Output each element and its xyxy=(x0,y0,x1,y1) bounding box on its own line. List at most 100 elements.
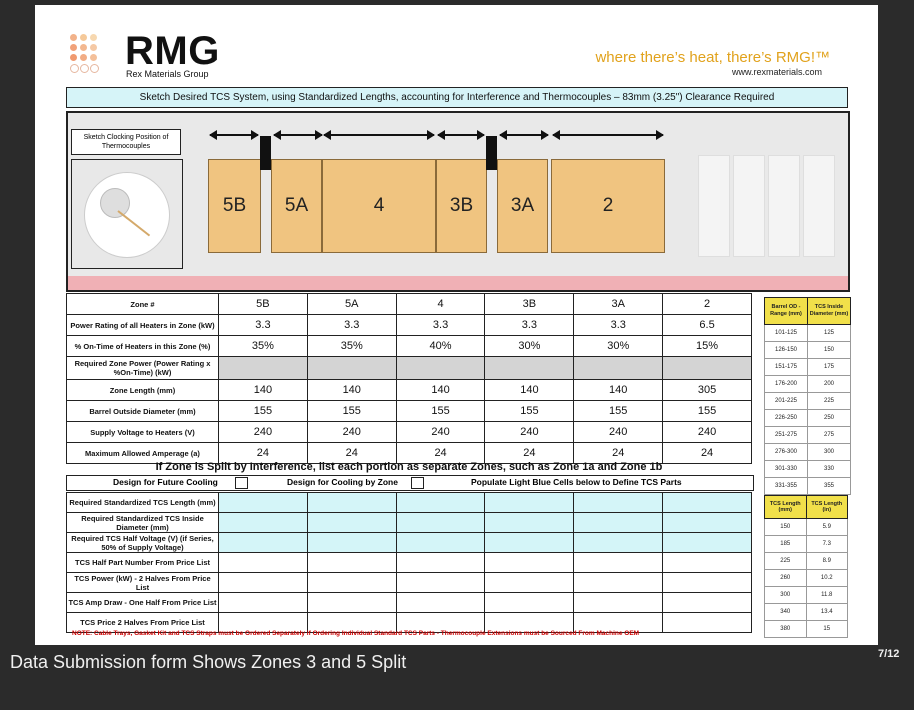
barrel-ring-icon xyxy=(84,172,170,258)
cooling-by-zone-checkbox[interactable] xyxy=(411,477,424,489)
table-row: Supply Voltage to Heaters (V) 240 240 24… xyxy=(66,421,752,443)
table-cell[interactable]: 240 xyxy=(218,421,308,443)
table-cell[interactable]: 140 xyxy=(218,379,308,401)
table-cell[interactable]: 24 xyxy=(573,442,664,464)
table-cell: 340 xyxy=(764,603,807,621)
table-cell[interactable]: 305 xyxy=(662,379,752,401)
table-cell[interactable]: 3.3 xyxy=(395,314,486,336)
input-cell[interactable] xyxy=(484,492,575,513)
table-cell[interactable]: 240 xyxy=(662,421,752,443)
table-cell[interactable]: 24 xyxy=(218,442,308,464)
table-cell xyxy=(662,552,752,573)
table-cell[interactable]: 6.5 xyxy=(662,314,752,336)
table-cell: 125 xyxy=(807,324,851,342)
input-cell[interactable] xyxy=(306,532,397,553)
table-cell: 7.3 xyxy=(805,535,848,553)
table-cell: 151-175 xyxy=(764,358,808,376)
table-cell: 185 xyxy=(764,535,807,553)
table-cell: 5A xyxy=(306,293,397,315)
table-cell[interactable]: 24 xyxy=(395,442,486,464)
input-cell[interactable] xyxy=(218,512,308,533)
table-cell xyxy=(484,592,575,613)
table-cell[interactable]: 3.3 xyxy=(218,314,308,336)
table-cell[interactable]: 140 xyxy=(306,379,397,401)
input-cell[interactable] xyxy=(395,512,486,533)
table-cell[interactable]: 24 xyxy=(484,442,575,464)
table-cell[interactable]: 35% xyxy=(218,335,308,357)
table-cell[interactable]: 155 xyxy=(306,400,397,422)
table-cell[interactable]: 3.3 xyxy=(484,314,575,336)
table-cell[interactable]: 155 xyxy=(662,400,752,422)
table-cell: 4 xyxy=(395,293,486,315)
input-cell[interactable] xyxy=(573,512,664,533)
table-cell[interactable]: 3.3 xyxy=(306,314,397,336)
input-cell[interactable] xyxy=(218,532,308,553)
input-cell[interactable] xyxy=(218,492,308,513)
footer-note: NOTE: Cable Trays, Gasket Kit and TCS St… xyxy=(72,630,640,637)
input-cell[interactable] xyxy=(484,532,575,553)
table-cell[interactable]: 155 xyxy=(395,400,486,422)
table-cell[interactable]: 240 xyxy=(395,421,486,443)
row-label: Supply Voltage to Heaters (V) xyxy=(66,421,219,443)
table-cell xyxy=(573,552,664,573)
length-arrow-icon xyxy=(209,130,259,140)
table-cell xyxy=(662,612,752,633)
table-cell: 275 xyxy=(807,426,851,444)
table-cell[interactable]: 240 xyxy=(484,421,575,443)
input-cell[interactable] xyxy=(662,492,752,513)
input-cell[interactable] xyxy=(573,492,664,513)
interference-marker xyxy=(260,136,271,170)
table-cell[interactable]: 30% xyxy=(484,335,575,357)
table-cell[interactable]: 155 xyxy=(484,400,575,422)
table-cell[interactable]: 140 xyxy=(395,379,486,401)
input-cell[interactable] xyxy=(573,532,664,553)
row-label: Required TCS Half Voltage (V) (if Series… xyxy=(66,532,219,553)
input-cell[interactable] xyxy=(395,532,486,553)
input-cell[interactable] xyxy=(306,512,397,533)
table-cell[interactable]: 240 xyxy=(573,421,664,443)
table-cell: 5B xyxy=(218,293,308,315)
table-row: Required Standardized TCS Length (mm) xyxy=(66,492,752,513)
table-cell: 251-275 xyxy=(764,426,808,444)
table-cell[interactable]: 140 xyxy=(573,379,664,401)
table-cell xyxy=(573,592,664,613)
table-cell: 250 xyxy=(807,409,851,427)
input-cell[interactable] xyxy=(662,512,752,533)
input-cell[interactable] xyxy=(484,512,575,533)
table-cell: 225 xyxy=(764,552,807,570)
brand-name: RMG xyxy=(125,29,220,73)
table-cell[interactable]: 240 xyxy=(306,421,397,443)
length-arrow-icon xyxy=(552,130,664,140)
table-cell[interactable]: 3.3 xyxy=(573,314,664,336)
table-cell: 226-250 xyxy=(764,409,808,427)
table-cell: 10.2 xyxy=(805,569,848,587)
table-cell: 15 xyxy=(805,620,848,638)
future-cooling-checkbox[interactable] xyxy=(235,477,248,489)
table-cell xyxy=(306,612,397,633)
input-cell[interactable] xyxy=(662,532,752,553)
table-cell[interactable]: 35% xyxy=(306,335,397,357)
table-cell[interactable]: 155 xyxy=(573,400,664,422)
table-cell xyxy=(484,572,575,593)
row-label: TCS Price 2 Halves From Price List xyxy=(66,612,219,633)
input-cell[interactable] xyxy=(306,492,397,513)
table-row: TCS Price 2 Halves From Price List xyxy=(66,612,752,633)
table-cell[interactable]: 24 xyxy=(662,442,752,464)
table-cell[interactable]: 40% xyxy=(395,335,486,357)
table-cell[interactable]: 155 xyxy=(218,400,308,422)
input-cell[interactable] xyxy=(395,492,486,513)
form-sheet: RMG Rex Materials Group where there’s he… xyxy=(35,5,878,645)
table-cell[interactable]: 15% xyxy=(662,335,752,357)
table-cell xyxy=(395,356,486,380)
table-row: Maximum Allowed Amperage (a) 24 24 24 24… xyxy=(66,442,752,464)
table-cell[interactable]: 30% xyxy=(573,335,664,357)
table-cell: 101-125 xyxy=(764,324,808,342)
table-cell[interactable]: 140 xyxy=(484,379,575,401)
column-header: Barrel OD - Range (mm) xyxy=(764,297,808,325)
table-cell: 3A xyxy=(573,293,664,315)
